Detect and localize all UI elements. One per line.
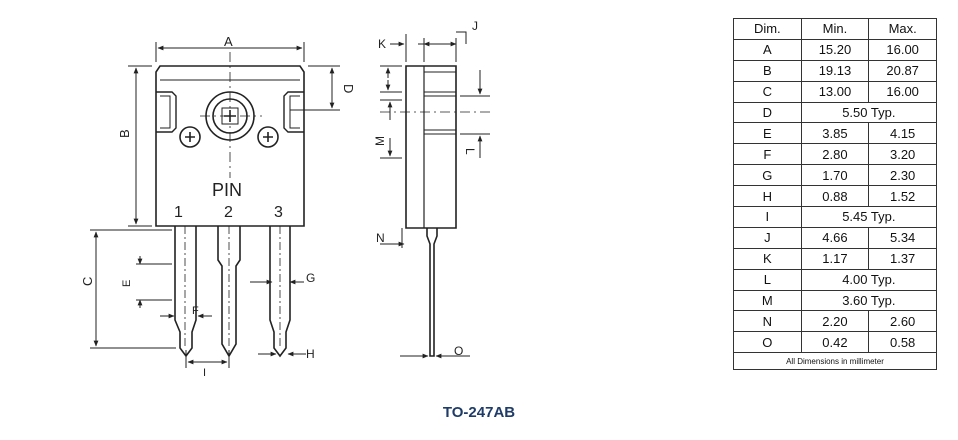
package-outline-drawing: A B C D E F G H I J K L M N O PIN 1 2 3 — [80, 19, 490, 379]
label-K: K — [378, 37, 386, 51]
max-cell: 2.60 — [868, 310, 937, 333]
pin-number-2: 2 — [224, 204, 233, 221]
side-body — [405, 65, 457, 229]
max-cell: 5.34 — [868, 226, 937, 249]
typ-cell: 5.45 Typ. — [800, 206, 938, 228]
max-cell: 0.58 — [868, 331, 937, 354]
dim-cell: A — [733, 38, 802, 61]
label-F: F — [192, 305, 199, 317]
max-cell: 1.37 — [868, 247, 937, 270]
label-H: H — [306, 347, 315, 361]
pin-number-3: 3 — [274, 204, 283, 221]
min-cell: 19.13 — [800, 59, 870, 82]
dim-cell: J — [733, 226, 802, 249]
dim-cell: M — [733, 289, 802, 312]
side-lead — [426, 228, 438, 357]
header-max: Max. — [868, 18, 937, 40]
min-cell: 2.20 — [800, 310, 870, 333]
screw-left — [179, 126, 201, 148]
pin-label: PIN — [212, 180, 242, 200]
min-cell: 2.80 — [800, 143, 870, 166]
label-N: N — [376, 231, 385, 245]
min-cell: 0.42 — [800, 331, 870, 354]
max-cell: 16.00 — [868, 38, 937, 61]
dim-cell: L — [733, 268, 802, 291]
label-M: M — [373, 136, 387, 146]
dim-cell: O — [733, 331, 802, 354]
package-caption: TO-247AB — [442, 404, 516, 421]
dim-cell: I — [733, 206, 802, 228]
lead-1 — [174, 226, 197, 358]
label-B: B — [117, 129, 132, 138]
left-notch — [156, 91, 177, 133]
typ-cell: 3.60 Typ. — [800, 289, 938, 312]
label-A: A — [224, 34, 233, 49]
label-L: L — [463, 148, 477, 155]
lead-3 — [269, 226, 291, 358]
lead-2 — [217, 226, 241, 358]
max-cell: 3.20 — [868, 143, 937, 166]
side-view — [380, 65, 490, 357]
typ-cell: 5.50 Typ. — [800, 101, 938, 124]
table-footer-row: All Dimensions in millimeter — [733, 352, 937, 371]
max-cell: 16.00 — [868, 80, 937, 103]
dim-cell: N — [733, 310, 802, 333]
min-cell: 4.66 — [800, 226, 870, 249]
min-cell: 0.88 — [800, 185, 870, 208]
package-body — [155, 65, 305, 227]
min-cell: 15.20 — [800, 38, 870, 61]
max-cell: 20.87 — [868, 59, 937, 82]
min-cell: 13.00 — [800, 80, 870, 103]
max-cell: 1.52 — [868, 185, 937, 208]
label-J: J — [472, 19, 478, 33]
screw-right — [257, 126, 279, 148]
min-cell: 3.85 — [800, 122, 870, 145]
dim-cell: D — [733, 101, 802, 124]
units-note: All Dimensions in millimeter — [733, 352, 937, 371]
dim-cell: K — [733, 247, 802, 270]
min-cell: 1.70 — [800, 164, 870, 187]
label-E: E — [121, 280, 133, 287]
label-C: C — [80, 277, 95, 286]
dim-cell: G — [733, 164, 802, 187]
typ-cell: 4.00 Typ. — [800, 268, 938, 291]
dim-cell: H — [733, 185, 802, 208]
label-O: O — [454, 344, 463, 358]
pin-number-1: 1 — [174, 204, 183, 221]
label-D: D — [341, 84, 356, 93]
dim-cell: F — [733, 143, 802, 166]
dim-cell: E — [733, 122, 802, 145]
header-dim: Dim. — [733, 18, 802, 40]
dim-cell: C — [733, 80, 802, 103]
max-cell: 2.30 — [868, 164, 937, 187]
dim-cell: B — [733, 59, 802, 82]
label-I: I — [203, 367, 206, 379]
header-min: Min. — [800, 18, 870, 40]
min-cell: 1.17 — [800, 247, 870, 270]
max-cell: 4.15 — [868, 122, 937, 145]
table-header-row: Dim. Min. Max. — [733, 18, 937, 40]
label-G: G — [306, 271, 315, 285]
right-notch — [283, 91, 304, 133]
